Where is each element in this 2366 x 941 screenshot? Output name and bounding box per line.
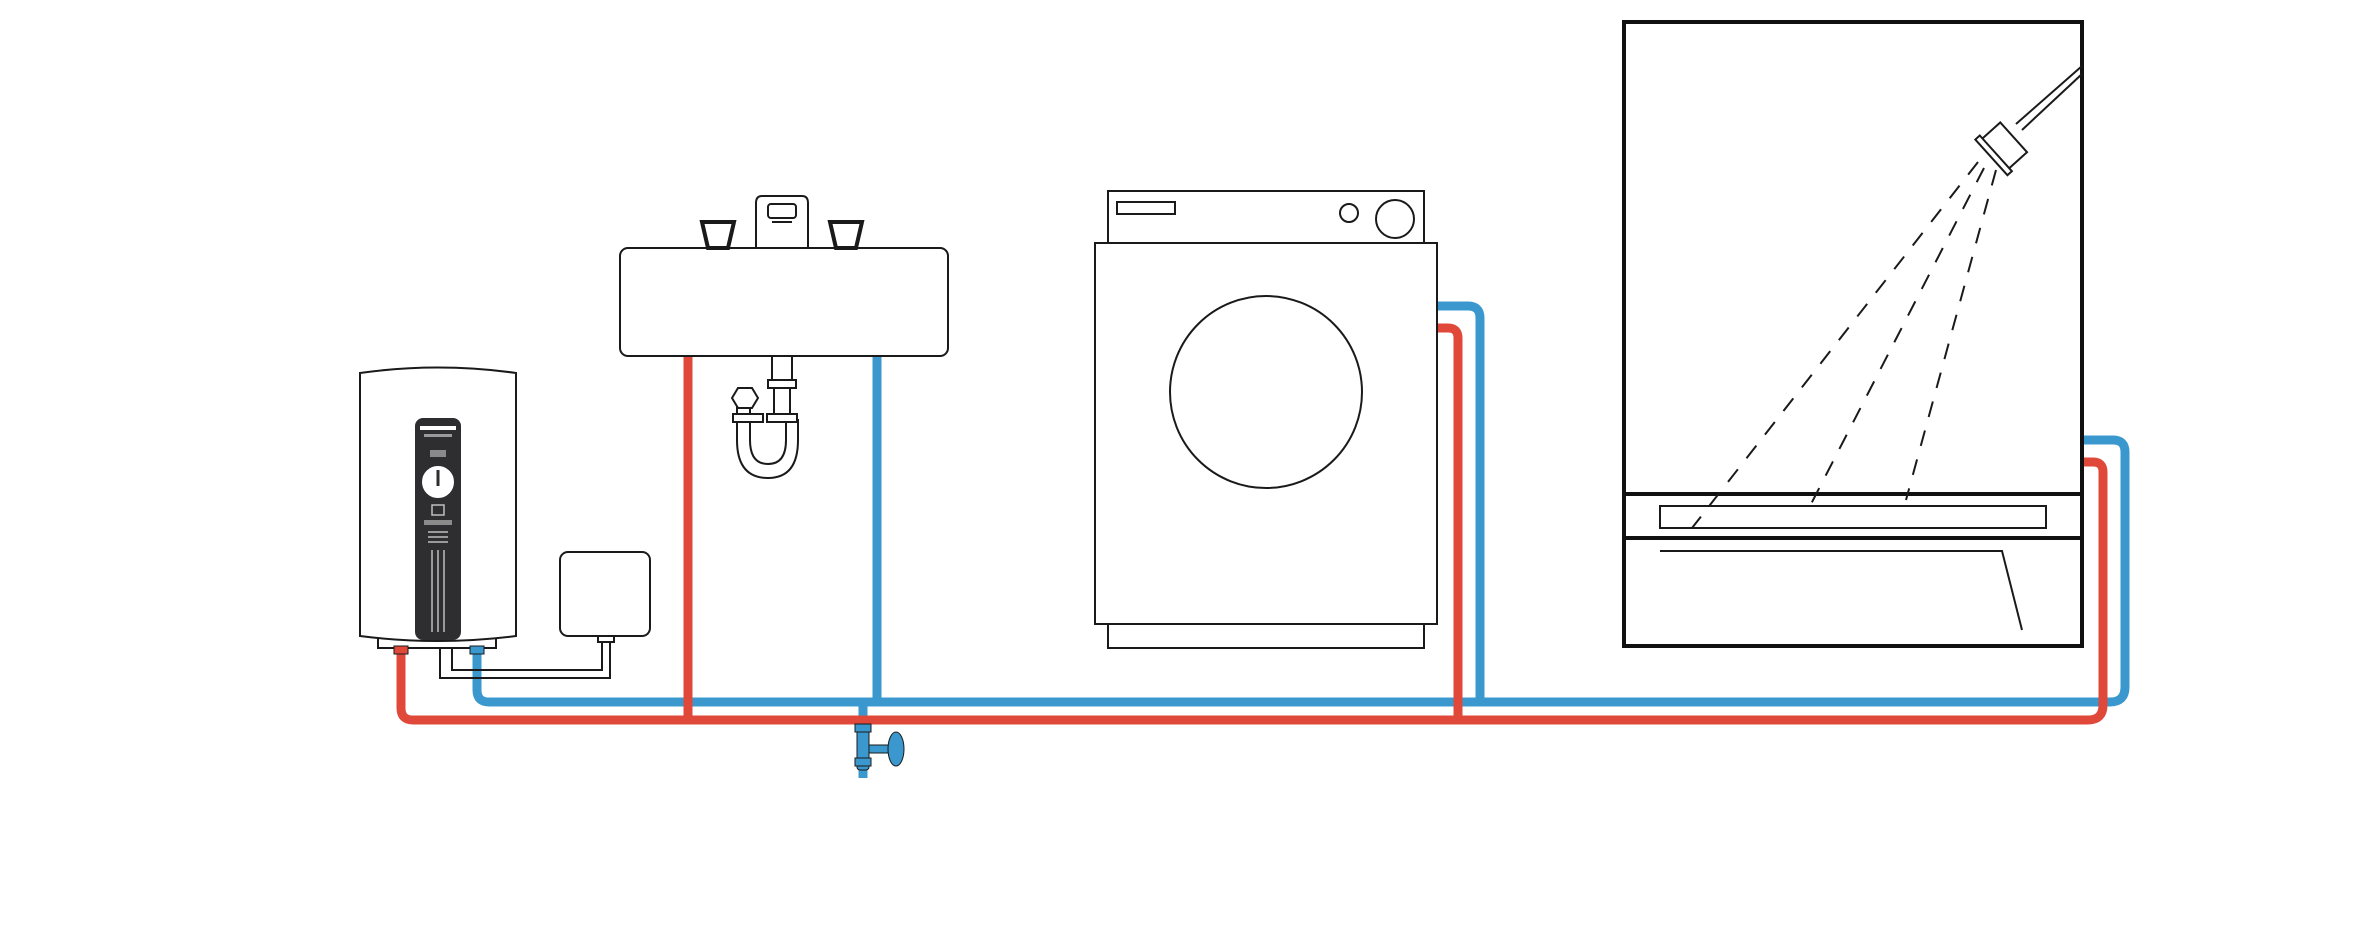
valve-nut-bottom [854,757,872,767]
heater-control-cable [451,638,603,671]
shower-arm [2015,65,2083,125]
hot-tap-handle-icon [699,220,737,250]
drain-trap-icon [730,355,799,480]
shower-arm [2021,73,2083,131]
sink [619,195,949,480]
washer-door-icon [1169,295,1363,489]
washer-knob-small [1339,203,1359,223]
heater-control-cable [439,638,611,679]
shower-cabin [1622,20,2084,648]
heater-indicator-lines [428,531,448,543]
hot-water-pipes [396,323,2108,725]
heater-button [431,504,445,516]
faucet-spout [767,203,797,219]
washer-knob-large [1375,199,1415,239]
washing-machine [1094,190,1438,649]
shower-head-icon [1973,121,2029,177]
washer-hot-pipe [1437,323,1463,720]
heater-hot-outlet [393,645,409,655]
shower [1622,20,2084,648]
control-box [559,551,651,643]
heater-panel-stripe [420,426,456,430]
heater-panel-stripe [424,434,452,437]
washer-base [1107,623,1425,649]
heater-display [430,450,446,457]
shower-step [1660,550,2023,631]
sink-basin [619,247,949,357]
heater-cold-inlet [469,645,485,655]
cold-tap-handle-icon [827,220,865,250]
shutoff-valve [854,723,905,771]
water-heater [359,366,611,679]
shower-drain-channel [1659,505,2047,529]
washer-detergent-drawer [1116,201,1176,215]
washer-cold-pipe [1437,301,1485,702]
heater-panel-bar [424,520,452,525]
control-box-housing [559,551,651,637]
washer-control-panel [1107,190,1425,244]
valve-nut-top [854,723,872,733]
heater-vent-slots [431,550,445,632]
shower-spray [1691,161,1997,529]
valve-handwheel [887,731,905,767]
hot-main-pipe [396,457,2108,725]
cold-main-pipe [472,435,2130,707]
control-box-connector [597,635,615,643]
cold-water-pipes [472,301,2130,778]
